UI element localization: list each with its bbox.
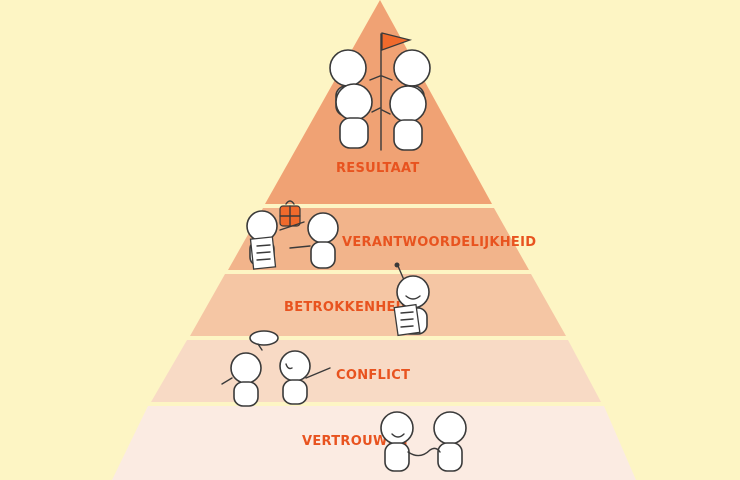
team-flag-icon (329, 32, 431, 151)
tier-vertrouwen (112, 406, 636, 480)
tier-conflict (151, 340, 601, 402)
gift-exchange-icon (246, 200, 339, 270)
label-verantwoordelijkheid: VERANTWOORDELIJKHEID (342, 235, 536, 250)
tier-betrokkenheid (190, 274, 566, 336)
label-resultaat: RESULTAAT (336, 161, 419, 176)
handshake-icon (380, 411, 467, 472)
tier-resultaat (265, 0, 492, 204)
label-vertrouwen: VERTROUWEN (302, 434, 408, 449)
checklist-person-icon (393, 262, 430, 337)
discussion-icon (221, 330, 331, 407)
label-conflict: CONFLICT (336, 368, 410, 383)
tier-verantwoordelijkheid (228, 208, 529, 270)
label-betrokkenheid: BETROKKENHEID (284, 300, 412, 315)
